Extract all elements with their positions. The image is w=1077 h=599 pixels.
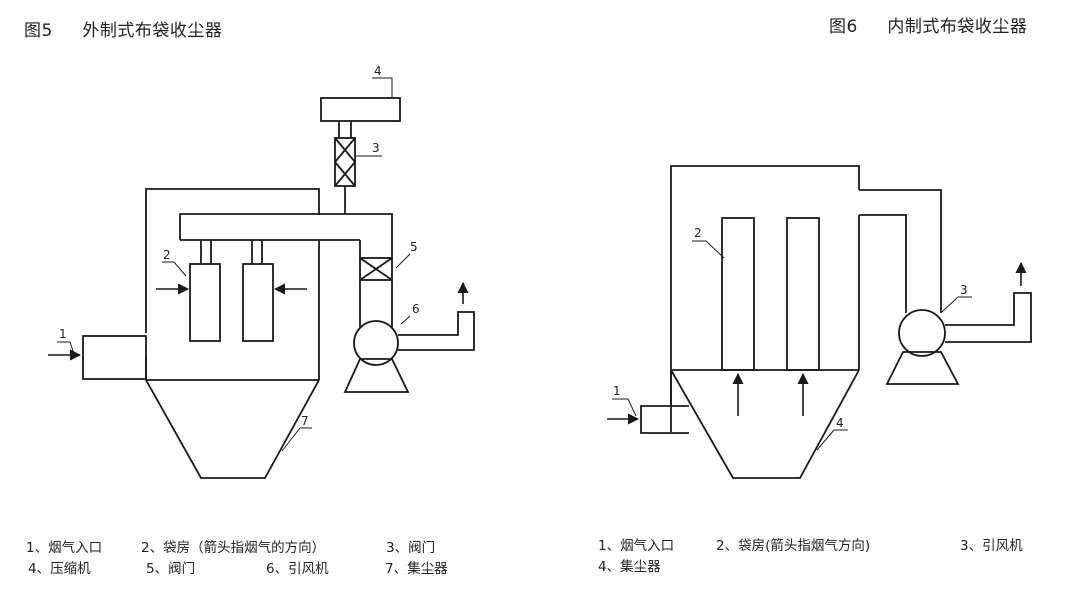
fig5-inlet-duct [82, 335, 147, 380]
fig5-label-6: 6 [412, 302, 420, 316]
fig6-legend-1: 1、烟气入口 [598, 538, 675, 554]
fig5-valve-5 [359, 257, 393, 281]
fig5-compressor-4 [320, 97, 401, 122]
fig5-hopper [145, 379, 320, 479]
fig5-arrows [48, 281, 469, 361]
fig5-bag-left [189, 263, 221, 342]
fig5-legend-1: 1、烟气入口 [26, 540, 103, 556]
fig5-label-7: 7 [301, 414, 309, 428]
fig5-baghouse-body [145, 188, 320, 333]
fig6-bag-left [721, 217, 755, 371]
fig6-label-1: 1 [613, 384, 621, 398]
fig6-fan-base [885, 351, 960, 385]
fig5-legend-4: 4、压缩机 [28, 561, 91, 577]
fig6-legend-3: 3、引风机 [960, 538, 1023, 554]
fig6-bag-right [786, 217, 820, 371]
fig5-label-4: 4 [374, 64, 382, 78]
fig6-duct-inner [859, 214, 907, 313]
fig6-duct-outer [859, 189, 942, 313]
fig5-valve-3 [334, 137, 356, 187]
fig6-baghouse-body [670, 165, 860, 406]
fig6-hopper [670, 369, 860, 479]
figure-6-drawing [640, 165, 1032, 479]
fig5-fan-base [343, 358, 410, 393]
fig5-label-1: 1 [59, 327, 67, 341]
fig5-outlet-duct [398, 311, 475, 351]
fig5-legend-2: 2、袋房（箭头指烟气的方向） [141, 540, 326, 556]
fig6-outlet-duct [945, 292, 1032, 343]
fig6-legend-2: 2、袋房(箭头指烟气方向) [716, 538, 871, 554]
fig5-legend-5: 5、阀门 [146, 561, 196, 577]
fig6-legend-4: 4、集尘器 [598, 559, 661, 575]
fig5-legend-6: 6、引风机 [266, 561, 329, 577]
fig6-arrows [607, 261, 1027, 425]
fig5-label-3: 3 [372, 141, 380, 155]
fig5-fan [353, 320, 399, 366]
fig6-fan [898, 309, 946, 357]
fig6-label-4: 4 [836, 416, 844, 430]
fig6-inlet-duct [640, 405, 689, 434]
fig5-header-pipe [179, 213, 393, 258]
fig5-label-2: 2 [163, 248, 171, 262]
fig5-bag-right [242, 263, 274, 342]
fig5-legend-7: 7、集尘器 [385, 561, 448, 577]
fig5-legend-3: 3、阀门 [386, 540, 436, 556]
fig6-label-2: 2 [694, 226, 702, 240]
figure-5-title: 图5 外制式布袋收尘器 [24, 21, 223, 41]
figure-6-title: 图6 内制式布袋收尘器 [829, 17, 1028, 37]
fig6-label-3: 3 [960, 283, 968, 297]
fig5-label-5: 5 [410, 240, 418, 254]
figure-5-drawing [82, 97, 475, 479]
